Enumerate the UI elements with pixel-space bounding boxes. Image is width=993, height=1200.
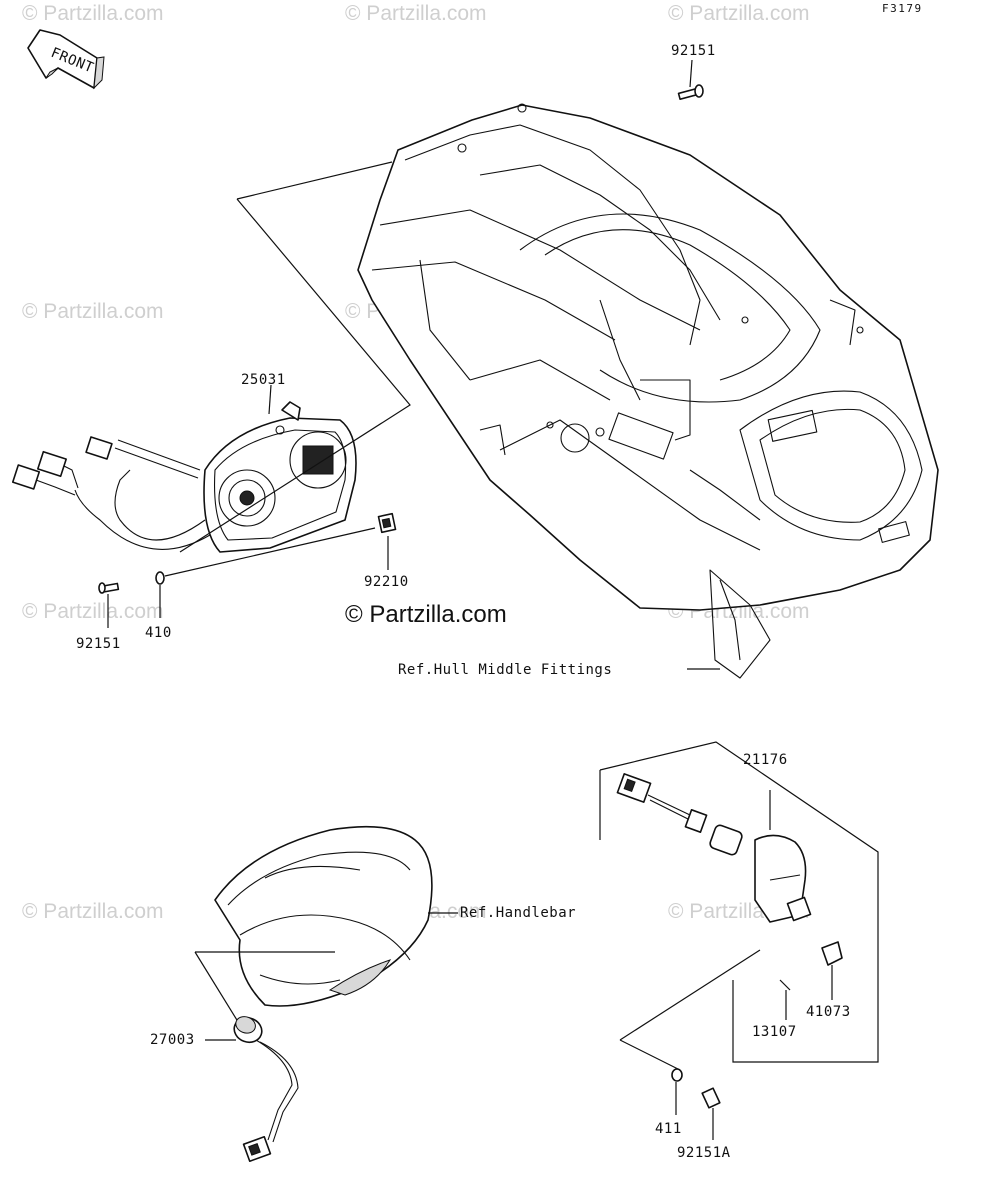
assembly-outline [619,949,761,1041]
assembly-outline [599,741,879,1063]
hull-cover [357,103,939,679]
part-label-92151-left: 92151 [76,636,121,652]
watermark: © Partzilla.com [22,300,164,323]
assembly-outline [164,527,376,577]
watermark: © Partzilla.com [668,2,810,25]
pin-icon [779,979,791,991]
watermark: © Partzilla.com [345,2,487,25]
screw-icon [677,84,704,101]
assembly-outline [194,951,241,1026]
watermark: © Partzilla.com [22,600,164,623]
part-label-411: 411 [655,1121,682,1137]
part-label-25031: 25031 [241,372,286,388]
buzzer-unit [616,773,812,923]
washer-icon [671,1068,683,1082]
nut-icon [377,512,397,534]
figure-code: F3179 [882,2,923,15]
watermark: © Partzilla.com [22,900,164,923]
part-label-410: 410 [145,625,172,641]
assembly-outline [236,161,393,200]
part-label-21176: 21176 [743,752,788,768]
leader-line [268,384,272,415]
watermark-main: © Partzilla.com [345,601,507,628]
screw-icon [98,582,120,594]
assembly-outline [179,198,411,553]
part-label-92210: 92210 [364,574,409,590]
leader-line [689,59,693,88]
washer-icon [155,571,165,585]
switch-unit [233,1016,299,1163]
ref-handlebar-label: Ref.Handlebar [460,905,576,921]
clip-icon [821,941,843,966]
meter-assembly [11,401,357,553]
ref-hull-middle-label: Ref.Hull Middle Fittings [398,662,612,678]
part-label-41073: 41073 [806,1004,851,1020]
screw-icon [701,1087,721,1109]
watermark: © Partzilla.com [22,2,164,25]
part-label-92151A: 92151A [677,1145,731,1161]
part-label-13107: 13107 [752,1024,797,1040]
front-arrow-icon: FRONT [27,29,105,90]
part-label-92151-top: 92151 [671,43,716,59]
assembly-outline [619,1039,681,1071]
part-label-27003: 27003 [150,1032,195,1048]
handlebar-cover [214,825,433,1007]
